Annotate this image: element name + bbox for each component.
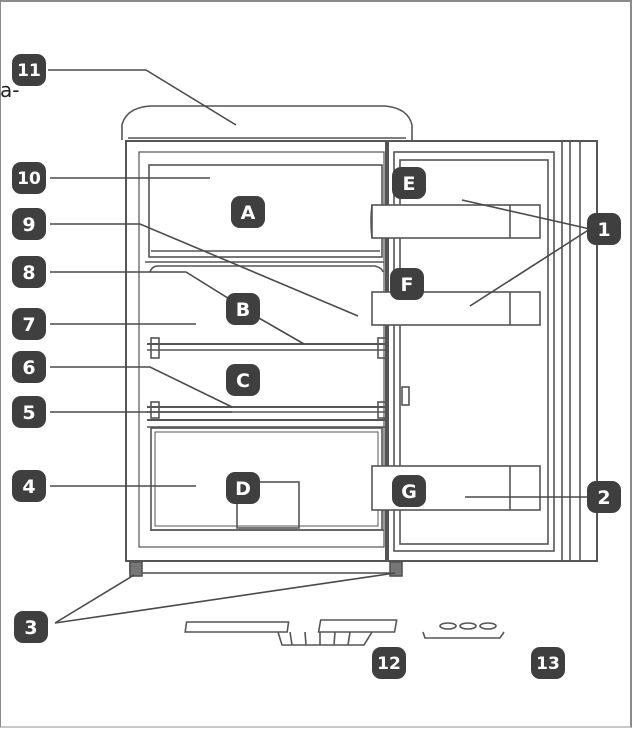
svg-text:7: 7 xyxy=(22,314,35,336)
callout-number-7: 7 xyxy=(12,308,46,340)
callout-letter-E: E xyxy=(392,167,426,199)
svg-text:F: F xyxy=(401,274,414,296)
svg-text:5: 5 xyxy=(22,402,35,424)
callout-letter-A: A xyxy=(231,196,265,228)
callout-number-12: 12 xyxy=(372,647,406,679)
svg-text:B: B xyxy=(236,299,250,321)
svg-text:9: 9 xyxy=(22,214,35,236)
callout-number-10: 10 xyxy=(12,162,46,194)
callout-number-9: 9 xyxy=(12,208,46,240)
callout-number-6: 6 xyxy=(12,351,46,383)
svg-text:6: 6 xyxy=(22,357,35,379)
svg-text:C: C xyxy=(236,370,250,392)
svg-text:1: 1 xyxy=(597,219,610,241)
callout-number-1: 1 xyxy=(587,213,621,245)
svg-text:11: 11 xyxy=(17,61,41,81)
svg-text:10: 10 xyxy=(17,169,41,189)
svg-text:4: 4 xyxy=(22,476,35,498)
cut-off-text: a- xyxy=(0,78,20,102)
callout-number-13: 13 xyxy=(531,647,565,679)
svg-text:13: 13 xyxy=(536,654,560,674)
callout-number-5: 5 xyxy=(12,396,46,428)
leader-3b xyxy=(54,572,396,624)
egg-tray xyxy=(317,619,505,639)
callout-letter-C: C xyxy=(226,364,260,396)
svg-text:2: 2 xyxy=(597,487,610,509)
ice-cube-tray xyxy=(184,621,373,646)
svg-text:D: D xyxy=(235,478,251,500)
callout-number-2: 2 xyxy=(587,481,621,513)
callout-letter-G: G xyxy=(392,475,426,507)
svg-text:G: G xyxy=(401,481,417,503)
leader-1b xyxy=(469,228,591,307)
leader-b-shelf xyxy=(251,313,305,345)
svg-text:3: 3 xyxy=(24,617,37,639)
callout-number-3: 3 xyxy=(14,611,48,643)
leader-1a xyxy=(461,199,591,230)
fridge-top-cap xyxy=(121,105,413,140)
callout-letter-B: B xyxy=(226,293,260,325)
callout-letter-D: D xyxy=(226,472,260,504)
fridge-base xyxy=(129,560,401,574)
svg-text:8: 8 xyxy=(22,262,35,284)
svg-text:12: 12 xyxy=(377,654,401,674)
fridge-door xyxy=(385,140,598,562)
callout-number-4: 4 xyxy=(12,470,46,502)
callout-number-11: 11 xyxy=(12,54,46,86)
callout-number-8: 8 xyxy=(12,256,46,288)
callout-letter-F: F xyxy=(390,268,424,300)
svg-text:A: A xyxy=(241,202,256,224)
leader-6 xyxy=(50,366,233,408)
crisper-drawer xyxy=(150,427,383,531)
leader-3a xyxy=(54,574,135,624)
leader-9 xyxy=(50,223,359,317)
svg-text:E: E xyxy=(403,173,416,195)
leader-11 xyxy=(48,69,237,126)
leader-8 xyxy=(50,271,256,316)
door-shelf-e xyxy=(371,204,541,239)
